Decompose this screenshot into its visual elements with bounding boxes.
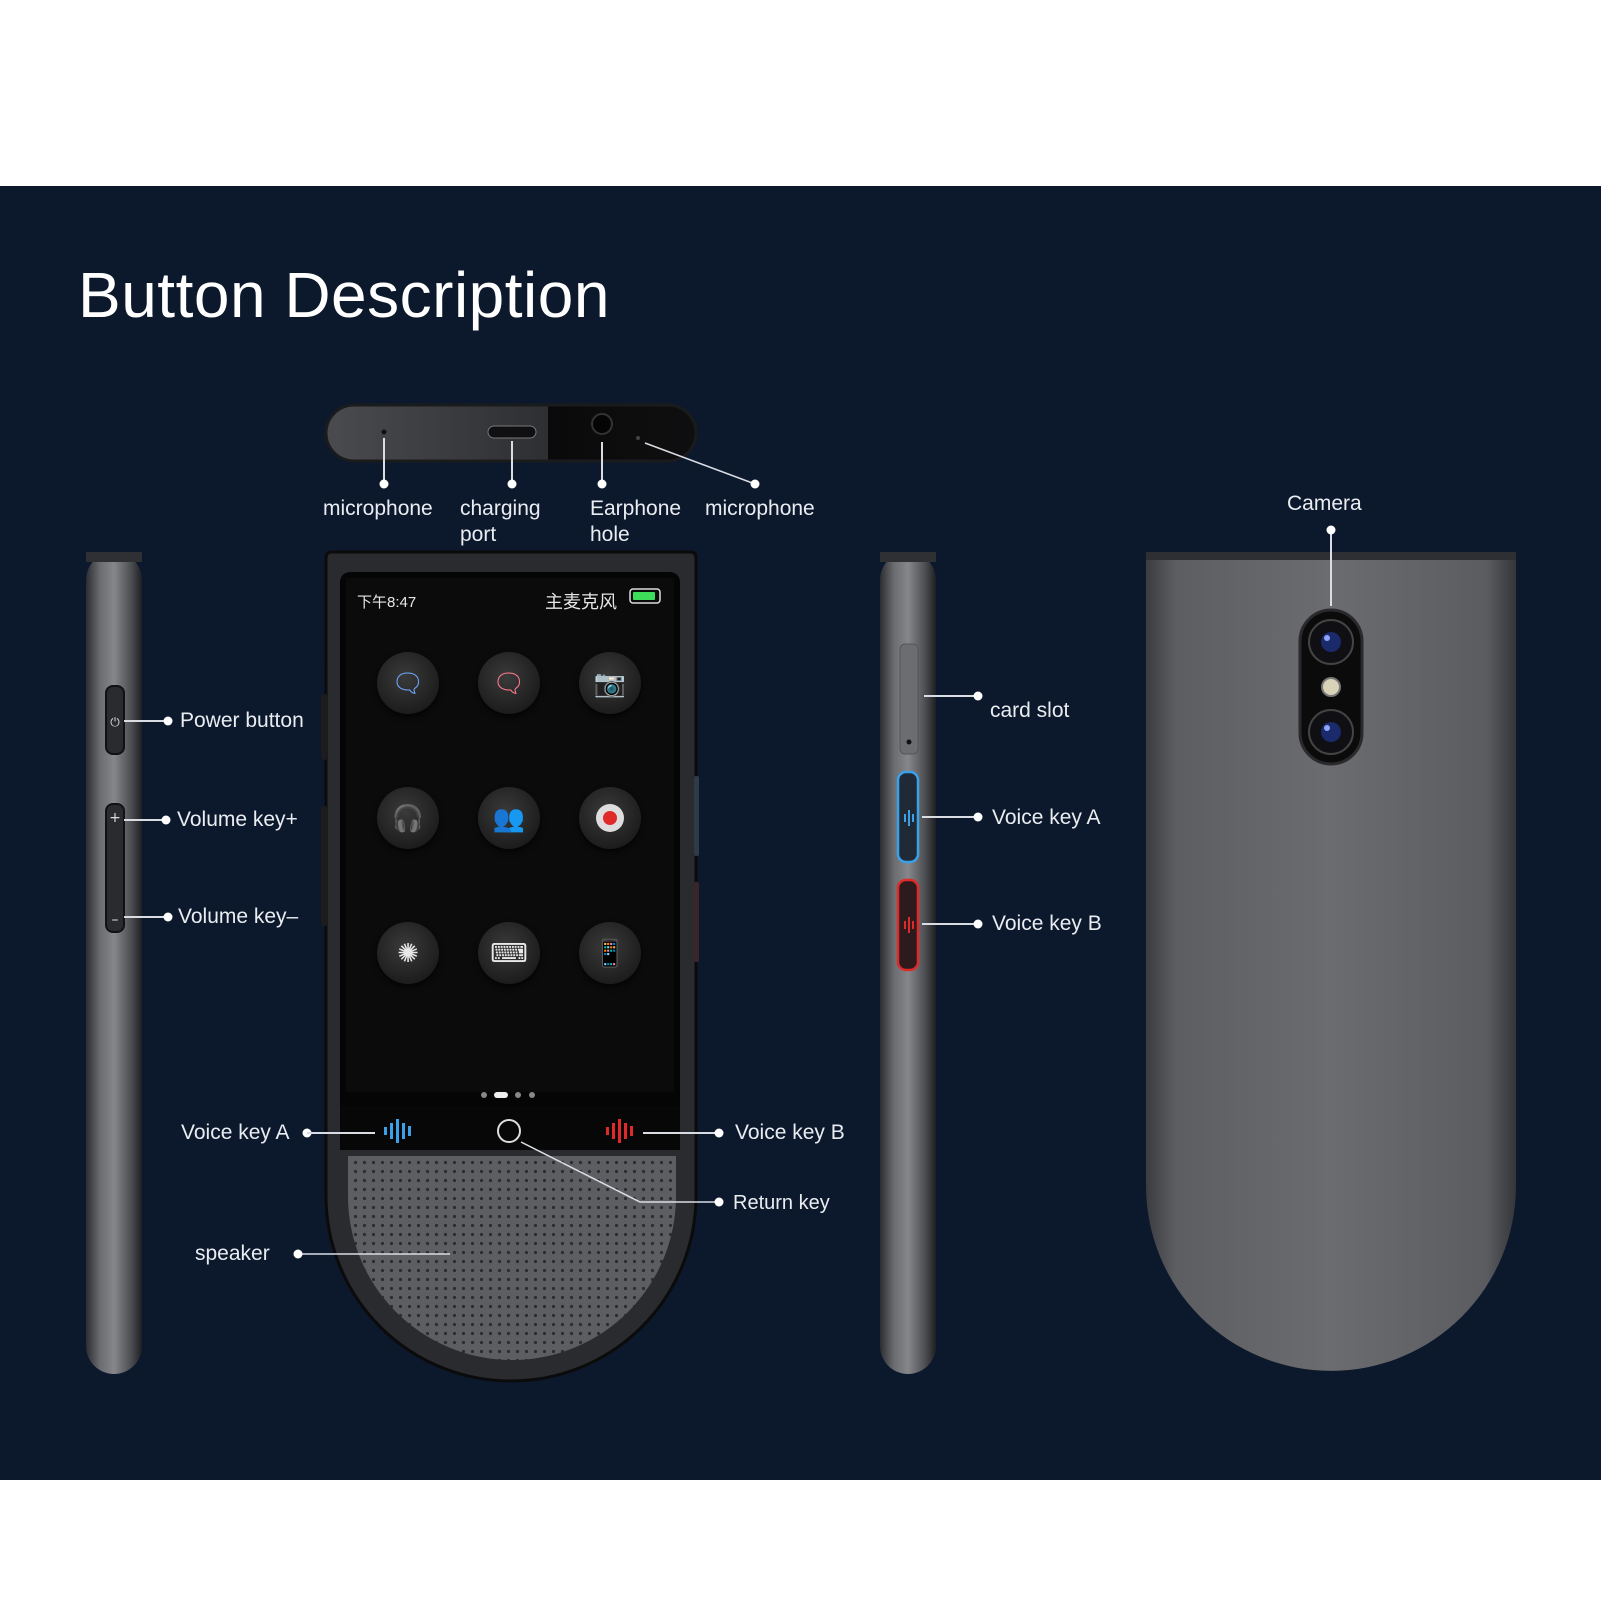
page-indicator — [478, 1089, 538, 1101]
label-earphone-hole: Earphone hole — [590, 497, 682, 546]
phone-chat-icon[interactable]: 📱 — [579, 922, 641, 984]
page-title: Button Description — [78, 259, 610, 331]
device-top-view — [324, 403, 698, 463]
record-icon[interactable] — [579, 787, 641, 849]
label-front-voice-key-b: Voice key B — [735, 1121, 845, 1144]
label-side-voice-key-b: Voice key B — [992, 912, 1102, 935]
headphone-translate-icon[interactable]: 🎧 — [377, 787, 439, 849]
label-card-slot: card slot — [990, 699, 1070, 722]
label-power-button: Power button — [180, 709, 304, 732]
description-panel: Button Description — [0, 186, 1601, 1480]
device-illustrations: ⏻ + – — [86, 403, 1516, 1383]
label-charging-port: charging port — [460, 497, 541, 546]
label-top-microphone-left: microphone — [323, 497, 433, 520]
voice-key-a-front[interactable] — [380, 1116, 414, 1148]
label-front-voice-key-a: Voice key A — [181, 1121, 290, 1144]
svg-text:–: – — [112, 912, 119, 928]
camera-icon[interactable]: 📷 — [579, 652, 641, 714]
device-back-view — [1146, 552, 1516, 1371]
label-side-voice-key-a: Voice key A — [992, 806, 1101, 829]
svg-text:+: + — [109, 810, 121, 826]
status-microphone-text: 主麦克风 — [545, 592, 617, 612]
text-translate-icon[interactable]: 🗨 — [478, 652, 540, 714]
label-volume-up: Volume key+ — [177, 808, 298, 831]
keyboard-icon[interactable]: ⌨ — [478, 922, 540, 984]
svg-text:⏻: ⏻ — [110, 715, 120, 729]
return-key[interactable] — [494, 1116, 524, 1146]
label-camera: Camera — [1287, 492, 1362, 515]
label-return-key: Return key — [733, 1192, 830, 1214]
label-speaker: speaker — [195, 1242, 270, 1265]
contacts-icon[interactable]: 👥 — [478, 787, 540, 849]
voice-key-b-front[interactable] — [602, 1116, 636, 1148]
battery-icon — [630, 589, 660, 603]
device-left-side: ⏻ + – — [86, 552, 142, 1374]
voice-translate-icon[interactable]: 🗨 — [377, 652, 439, 714]
status-time: 下午8:47 — [357, 594, 417, 611]
openai-icon[interactable]: ✺ — [377, 922, 439, 984]
device-right-side — [880, 552, 936, 1374]
label-top-microphone-right: microphone — [705, 497, 815, 520]
label-volume-down: Volume key– — [178, 905, 299, 928]
